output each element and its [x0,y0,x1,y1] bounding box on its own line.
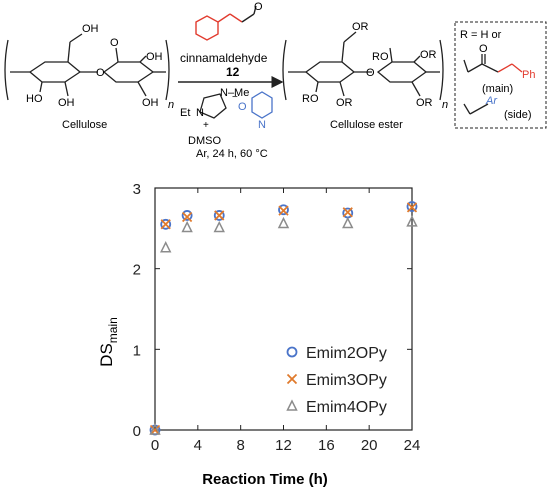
reagent-number: 12 [226,65,240,79]
side-ar: Ar [485,95,498,107]
solvent-label: DMSO [188,135,221,147]
x-axis-label: Reaction Time (h) [202,471,328,488]
x-tick-label: 4 [194,437,202,454]
emim4opy-point [149,423,161,435]
emim4opy-point [342,216,354,229]
product-label: Cellulose ester [330,119,403,131]
emim3opy-point [149,424,161,436]
x-tick-label: 16 [318,437,335,454]
emim2opy-point [278,204,289,216]
acyl-ph: Ph [522,69,535,81]
cellulose-link-o: O [96,67,105,79]
ester-ro-1: RO [302,93,319,105]
cinnamaldehyde-structure [195,5,257,41]
plot-frame [154,187,413,431]
emim2opy-point [160,218,172,230]
y-tick-label: 2 [133,262,141,279]
catalyst-et: Et [180,107,190,119]
cellulose-label: Cellulose [62,119,107,131]
legend-label-emim2opy: Emim2OPy [306,345,387,362]
x-tick-label: 0 [151,437,159,454]
ester-or-2: OR [336,97,353,109]
cellulose-oh-5: OH [142,97,159,109]
emim3opy-point-stroke [406,202,418,213]
catalyst-anion-o: O [238,101,247,113]
cellulose-o-4: O [110,37,119,49]
emim2opy-point [181,210,193,221]
cellulose-ho-1: HO [26,93,43,105]
y-tick-label: 3 [133,181,141,198]
emim4opy-point [277,216,290,229]
x-tick-label: 8 [236,437,244,454]
catalyst-cation-charge: + [203,120,209,131]
cellulose-repeat-n: n [168,99,174,111]
x-tick-label: 24 [404,437,421,454]
x-tick-label: 20 [361,437,378,454]
emim3opy-point-stroke [342,207,353,218]
catalyst-pyridine-n: N [258,119,266,131]
emim2opy-point [406,201,418,212]
catalyst-ring-n: N [196,107,204,119]
legend-marker-emim4opy [286,399,298,411]
reagent-name: cinnamaldehyde [180,51,268,65]
emim3opy-point [406,202,418,213]
ester-link-o: O [366,67,375,79]
legend-label-emim3opy: Emim3OPy [306,372,387,389]
r-definition-box [454,21,547,129]
emim3opy-point-stroke [160,219,171,230]
ester-repeat-n: n [442,99,448,111]
acyl-main-label: (main) [482,83,513,95]
cellulose-ester-structure [282,31,444,101]
catalyst-anion-charge: − [232,92,238,103]
cellulose-oh-1: OH [82,23,99,35]
emim4opy-point [213,220,225,233]
emim4opy-point [159,241,172,253]
emim3opy-point [342,207,353,218]
emim3opy-point-stroke [181,211,193,223]
legend-marker-emim3opy [286,373,298,385]
emim3opy-point-stroke [149,424,161,436]
emim3opy-point-stroke [278,205,289,216]
emim4opy-point [181,220,193,233]
reaction-scheme: OH HO OH O OH O OH n Cellulose O cinnama… [4,1,547,160]
legend-marker-emim2opy [286,346,298,358]
acyl-group-structure [463,54,523,115]
emim2opy-point [213,210,225,221]
r-definition: R = H or [460,29,502,41]
side-label: (side) [504,109,532,121]
aldehyde-o: O [254,1,263,13]
emim3opy-point [214,210,225,221]
emim3opy-point [181,211,193,223]
legend-marker-emim3opy-stroke [286,373,298,385]
catalyst-structure [199,91,273,119]
x-tick-label: 12 [275,437,292,454]
cellulose-oh-3: OH [146,51,163,63]
emim3opy-point [278,205,289,216]
ester-or-1: OR [352,21,369,33]
y-axis-label: DSmain [97,317,120,367]
emim4opy-point [406,215,418,227]
legend-label-emim4opy: Emim4OPy [306,399,387,416]
catalyst-n-me: N–Me [220,87,249,99]
conditions-label: Ar, 24 h, 60 °C [196,148,268,160]
y-tick-label: 0 [133,423,141,440]
cellulose-oh-2: OH [58,97,75,109]
ester-ro-2: RO [372,51,389,63]
emim3opy-point-stroke [214,210,225,221]
ester-or-3: OR [420,49,437,61]
ester-or-4: OR [416,97,433,109]
emim3opy-point [160,219,171,230]
acyl-carbonyl-o: O [479,43,488,55]
cellulose-structure [4,33,170,101]
y-tick-label: 1 [133,342,141,359]
